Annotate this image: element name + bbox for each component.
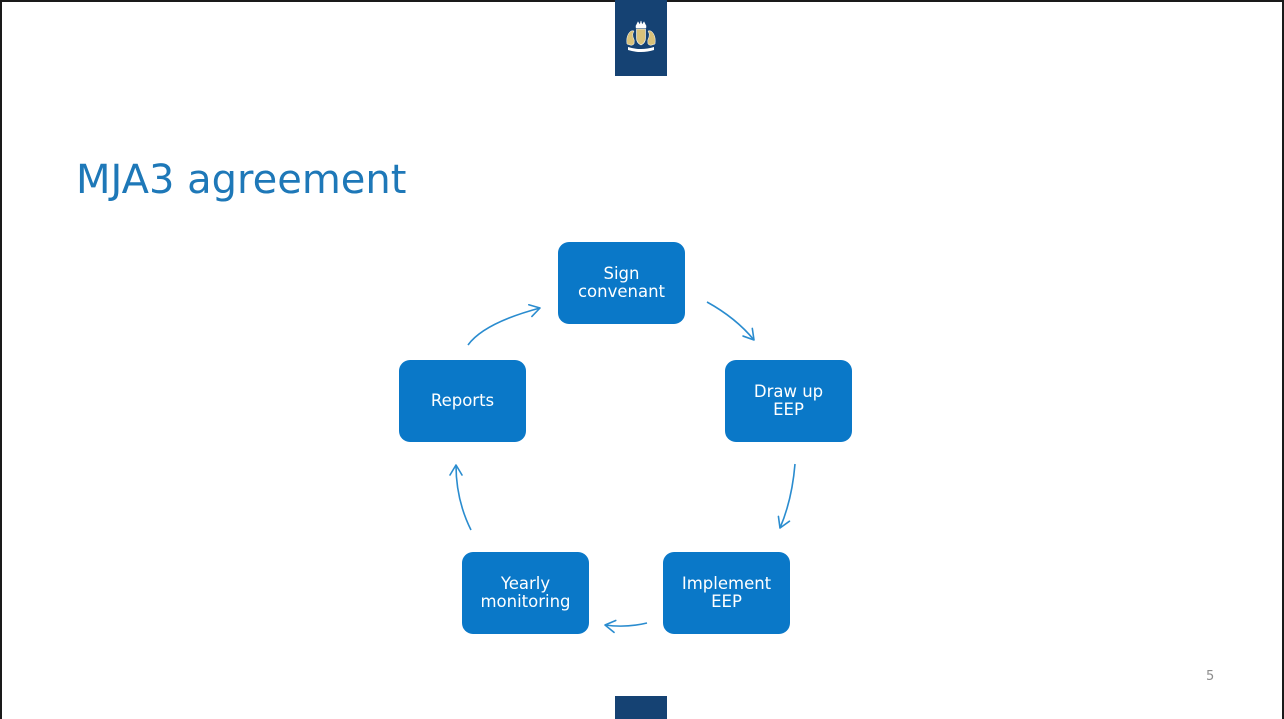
arrow-draw-to-implement [777, 463, 796, 529]
logo-banner [615, 0, 667, 76]
node-yearly-monitoring: Yearly monitoring [462, 552, 589, 634]
arrow-reports-to-sign [467, 303, 541, 346]
arrow-implement-to-yearly [604, 619, 648, 634]
footer-tab [615, 696, 667, 719]
slide-title: MJA3 agreement [76, 157, 407, 203]
arrow-sign-to-draw [706, 301, 755, 341]
coat-of-arms-icon [626, 20, 656, 52]
page-number: 5 [1206, 669, 1215, 684]
node-draw-up-eep: Draw up EEP [725, 360, 852, 442]
arrow-yearly-to-reports [449, 464, 472, 531]
node-implement-eep: Implement EEP [663, 552, 790, 634]
node-sign-convenant: Sign convenant [558, 242, 685, 324]
node-reports: Reports [399, 360, 526, 442]
